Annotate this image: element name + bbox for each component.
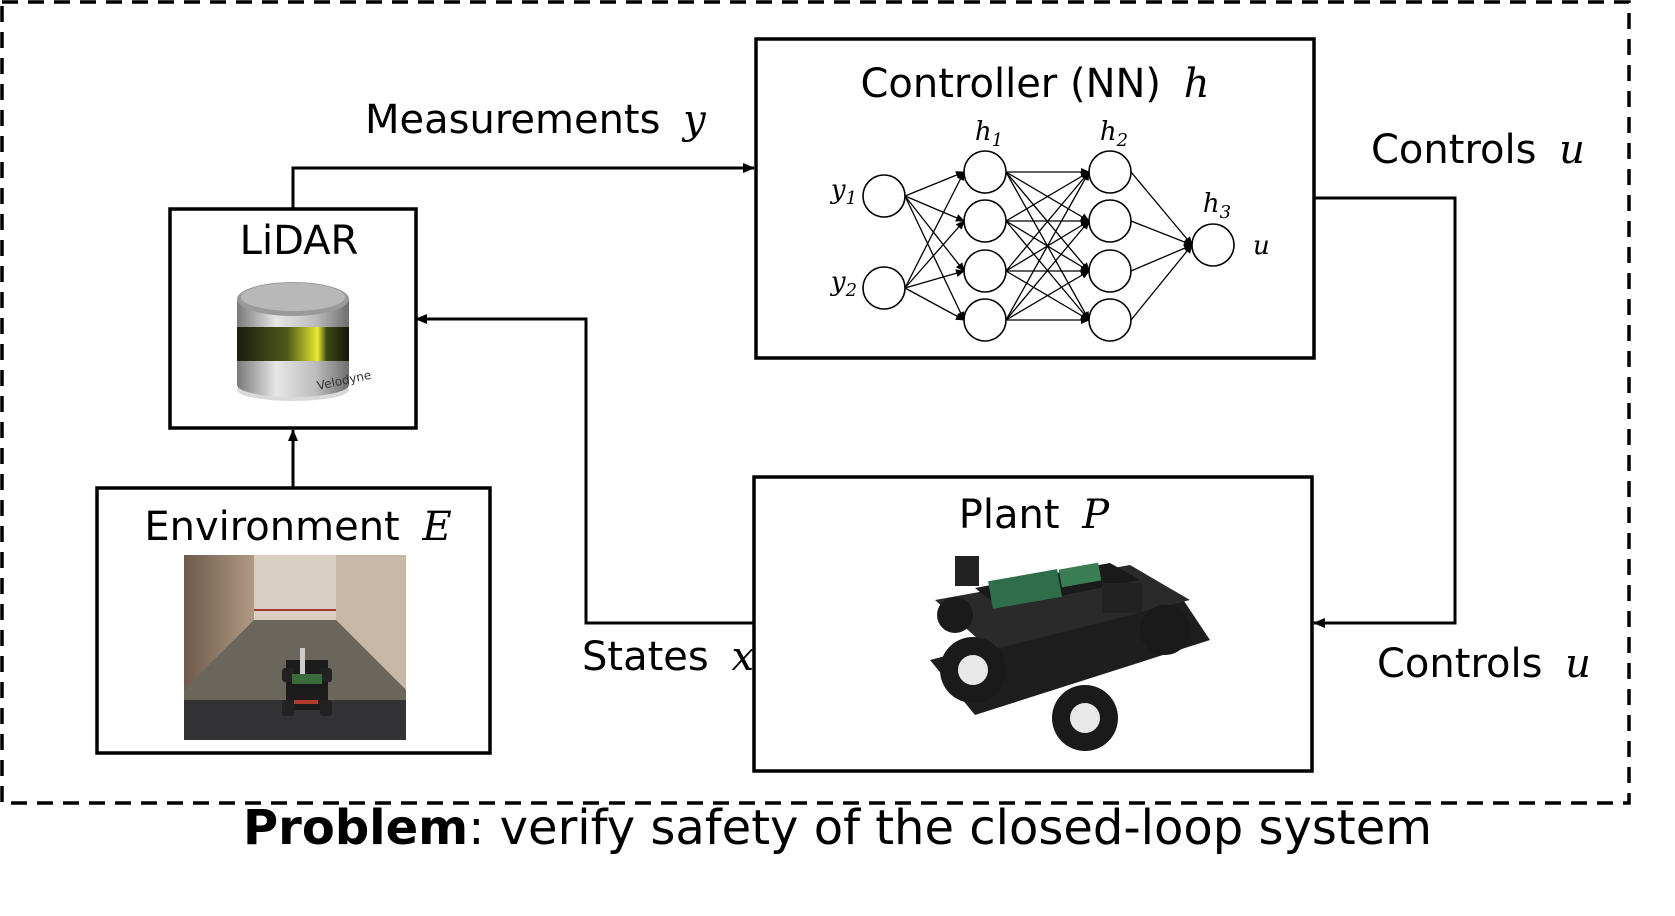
nn-edge	[904, 195, 965, 272]
svg-text:States x: States x	[582, 634, 754, 680]
nn-hidden-neuron	[1088, 249, 1132, 293]
input-label-y2: y2	[830, 267, 857, 301]
problem-caption: Problem: verify safety of the closed-loo…	[0, 798, 1675, 858]
environment-box: Environment E	[95, 486, 492, 755]
controls-top-label: Controls	[1371, 127, 1536, 173]
caption-text: : verify safety of the closed-loop syste…	[468, 800, 1432, 856]
lidar-sensor-image: Velodyne	[237, 282, 372, 401]
nn-input-neuron	[862, 266, 906, 310]
measurements-label: Measurements	[365, 97, 660, 143]
states-var: x	[731, 634, 754, 680]
input-label-y1: y1	[830, 175, 857, 209]
controller-var: h	[1184, 61, 1210, 107]
nn-edge	[1130, 171, 1193, 246]
nn-hidden-neuron	[963, 298, 1007, 342]
environment-title: Environment	[144, 504, 399, 550]
nn-edge	[1130, 244, 1193, 321]
plant-box: Plant P	[752, 475, 1314, 773]
states-label: States	[582, 634, 709, 680]
svg-text:Measurements y: Measurements y	[365, 97, 707, 143]
system-boundary	[0, 0, 1631, 805]
nn-hidden-neuron	[963, 199, 1007, 243]
svg-text:Controls u: Controls u	[1371, 127, 1585, 173]
layer-label-h2: h2	[1100, 117, 1128, 151]
neural-network: y1 y2 h1 h2 h3 u	[830, 117, 1270, 342]
nn-edge	[1005, 171, 1090, 222]
lidar-title: LiDAR	[240, 218, 359, 264]
hallway-photo	[184, 555, 406, 740]
nn-edge	[904, 269, 965, 289]
environment-var: E	[421, 504, 451, 550]
nn-edge	[904, 195, 965, 321]
caption-bold: Problem	[242, 800, 469, 856]
nn-hidden-neuron	[963, 150, 1007, 194]
controls-arrow	[1313, 196, 1457, 628]
measurements-arrow	[291, 163, 755, 209]
nn-edge	[1005, 270, 1090, 321]
nn-hidden-neuron	[1088, 199, 1132, 243]
plant-title: Plant	[959, 492, 1060, 538]
svg-text:Controller (NN) h: Controller (NN) h	[860, 61, 1209, 107]
svg-text:Environment E: Environment E	[144, 504, 451, 550]
rc-car-photo	[282, 648, 332, 716]
nn-edge	[904, 287, 965, 321]
nn-edge	[904, 195, 965, 222]
controller-title: Controller (NN)	[860, 61, 1161, 107]
nn-edge	[1005, 171, 1090, 272]
controls-top-var: u	[1559, 127, 1585, 173]
nn-edge	[1005, 220, 1090, 321]
controller-box: Controller (NN) h y1 y2 h1 h2 h3 u	[754, 37, 1316, 360]
nn-hidden-neuron	[963, 249, 1007, 293]
nn-input-neuron	[862, 174, 906, 218]
plant-var: P	[1081, 492, 1110, 538]
states-arrow	[415, 314, 754, 625]
lidar-box: LiDAR Velodyne	[168, 207, 418, 430]
output-label-u: u	[1253, 231, 1270, 261]
nn-edge	[1130, 220, 1193, 246]
nn-edge	[904, 171, 965, 289]
robot-car-photo	[930, 556, 1210, 751]
measurements-var: y	[681, 97, 707, 143]
controls-bottom-var: u	[1565, 641, 1591, 687]
nn-hidden-neuron	[1088, 150, 1132, 194]
nn-edge	[1005, 171, 1090, 321]
controls-bottom-label: Controls	[1377, 641, 1542, 687]
layer-label-h3: h3	[1203, 189, 1231, 223]
nn-edge	[904, 220, 965, 289]
layer-label-h1: h1	[975, 117, 1003, 151]
nn-edge	[1130, 244, 1193, 272]
nn-output-neuron	[1191, 223, 1235, 267]
nn-hidden-neuron	[1088, 298, 1132, 342]
svg-text:Controls u: Controls u	[1377, 641, 1591, 687]
svg-text:Plant P: Plant P	[959, 492, 1111, 538]
nn-edge	[904, 171, 965, 197]
